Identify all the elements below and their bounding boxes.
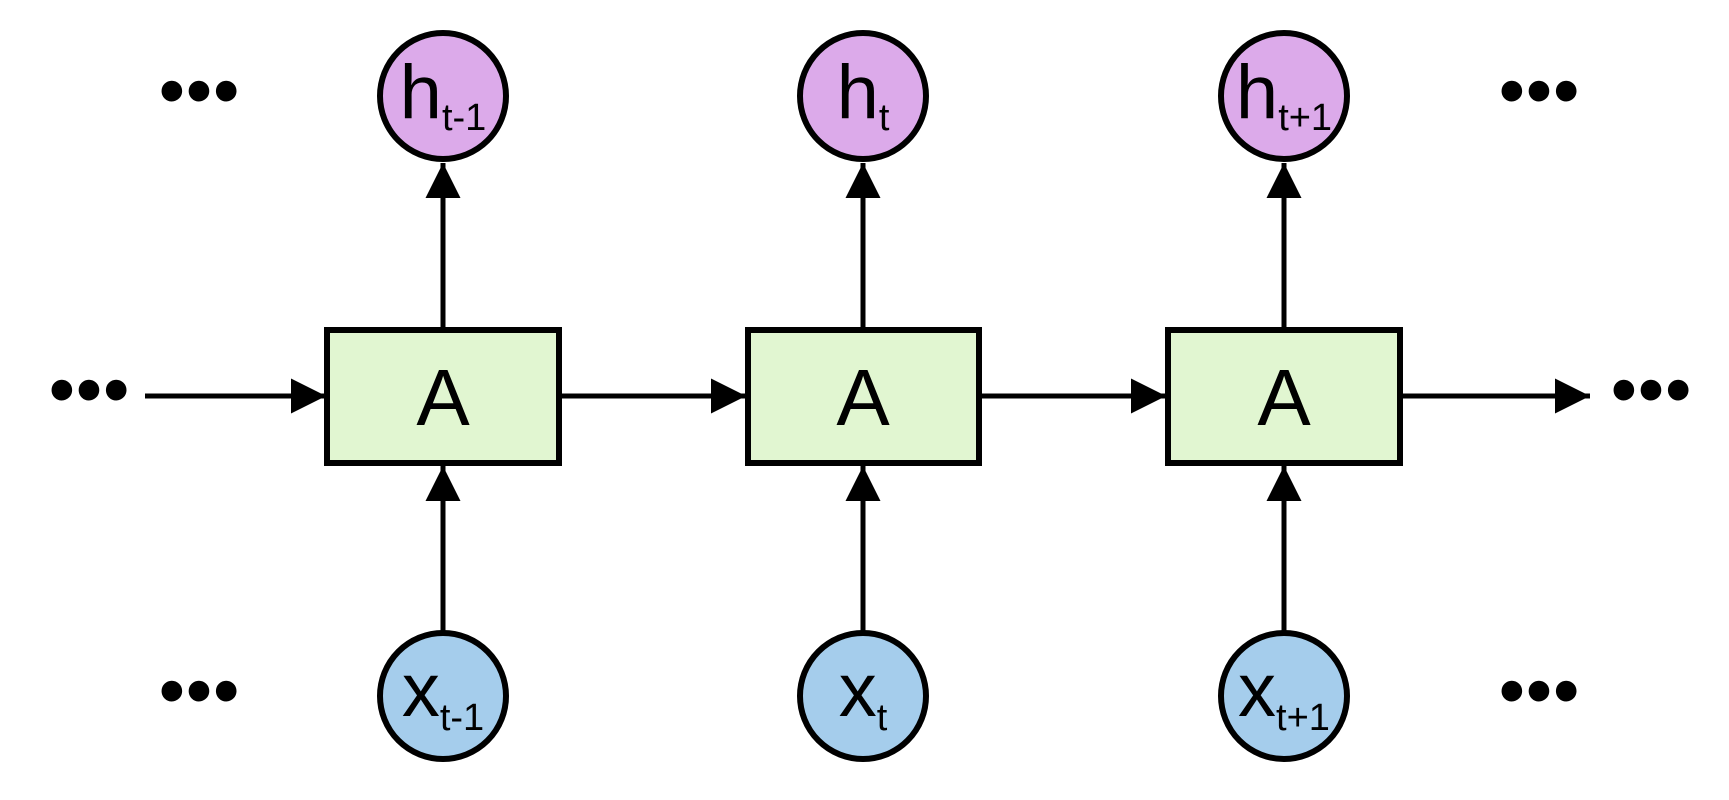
svg-text:ht: ht — [837, 50, 890, 139]
chain-ellipsis-left: ••• — [49, 350, 131, 430]
input-subscript: t-1 — [440, 697, 484, 739]
output-node: ht-1 — [377, 30, 509, 162]
output-ellipsis-left: ••• — [159, 51, 241, 131]
svg-text:xt-1: xt-1 — [402, 648, 484, 739]
output-symbol: h — [837, 50, 879, 135]
input-subscript: t — [877, 697, 888, 739]
input-symbol: x — [1238, 648, 1276, 733]
input-node: xt+1 — [1218, 630, 1350, 762]
cell-label: A — [836, 353, 890, 442]
input-subscript: t+1 — [1276, 697, 1330, 739]
output-node: ht+1 — [1218, 30, 1350, 162]
output-symbol: h — [1236, 50, 1278, 135]
input-symbol: x — [402, 648, 440, 733]
input-ellipsis-left: ••• — [159, 651, 241, 731]
svg-text:ht+1: ht+1 — [1236, 50, 1332, 139]
svg-text:xt: xt — [839, 648, 888, 739]
svg-text:xt+1: xt+1 — [1238, 648, 1330, 739]
cell-label: A — [1257, 353, 1311, 442]
output-subscript: t — [879, 97, 890, 139]
input-node: xt-1 — [377, 630, 509, 762]
input-symbol: x — [839, 648, 877, 733]
output-ellipsis-right: ••• — [1499, 51, 1581, 131]
cell-label: A — [416, 353, 470, 442]
input-ellipsis-right: ••• — [1499, 651, 1581, 731]
timestep-2: ht A xt — [745, 30, 982, 762]
output-subscript: t+1 — [1278, 97, 1332, 139]
chain-ellipsis-right: ••• — [1611, 350, 1693, 430]
rnn-cell: A — [324, 327, 562, 466]
output-subscript: t-1 — [442, 97, 486, 139]
output-node: ht — [797, 30, 929, 162]
svg-text:ht-1: ht-1 — [400, 50, 487, 139]
rnn-cell: A — [1165, 327, 1403, 466]
timestep-3: ht+1 A xt+1 — [1165, 30, 1403, 762]
input-node: xt — [797, 630, 929, 762]
rnn-cell: A — [745, 327, 982, 466]
timestep-1: ht-1 A xt-1 — [324, 30, 562, 762]
output-symbol: h — [400, 50, 442, 135]
